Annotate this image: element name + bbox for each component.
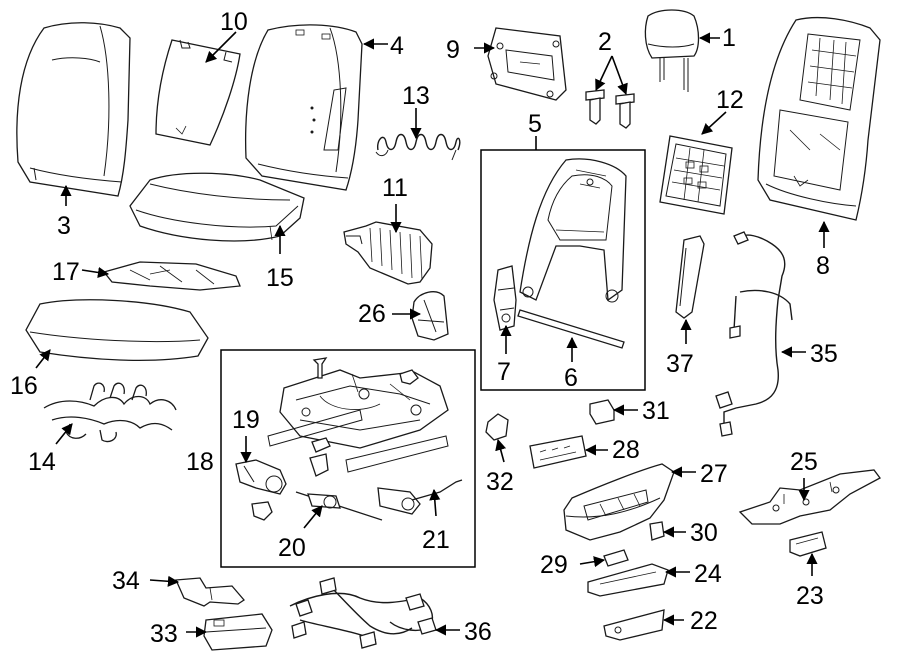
label-22: 22 — [690, 607, 718, 635]
label-19: 19 — [232, 406, 260, 434]
seat-back-frame — [519, 158, 627, 303]
bracket-34 — [175, 577, 245, 607]
label-9: 9 — [446, 36, 460, 64]
label-21: 21 — [422, 526, 450, 554]
label-33: 33 — [150, 620, 178, 648]
label-12: 12 — [716, 86, 744, 114]
seat-back-cover-2 — [245, 24, 363, 191]
seat-back-wiring-harness — [715, 231, 793, 437]
seat-cushion-wiring-harness — [289, 577, 437, 649]
lumbar-spring — [375, 133, 461, 161]
label-5: 5 — [528, 110, 542, 138]
label-30: 30 — [690, 519, 718, 547]
switch-31 — [589, 399, 615, 425]
cushion-spring-wire — [43, 382, 177, 443]
control-module — [529, 435, 587, 469]
label-13: 13 — [402, 82, 430, 110]
seat-rail-bracket — [738, 469, 881, 525]
label-16: 16 — [10, 372, 38, 400]
cross-rod — [517, 309, 625, 349]
label-10: 10 — [220, 8, 248, 36]
switch-cap-29 — [603, 549, 629, 567]
mounting-bracket — [487, 27, 567, 101]
cushion-mat — [102, 261, 241, 291]
drive-shaft — [295, 491, 383, 521]
motor-clip — [251, 501, 273, 521]
label-36: 36 — [464, 618, 492, 646]
switch-32 — [485, 413, 509, 441]
label-8: 8 — [816, 252, 830, 280]
label-25: 25 — [790, 448, 818, 476]
label-31: 31 — [642, 397, 670, 425]
label-28: 28 — [612, 436, 640, 464]
recliner-mechanism — [493, 265, 517, 331]
label-7: 7 — [497, 358, 511, 386]
label-26: 26 — [358, 300, 386, 328]
label-37: 37 — [666, 350, 694, 378]
height-adjust-motor — [377, 479, 463, 515]
label-4: 4 — [390, 32, 404, 60]
lumbar-support-mat — [659, 135, 733, 215]
seat-back-frame-group-box — [480, 149, 646, 391]
release-handle — [675, 235, 705, 319]
callout-labels: 1 2 3 4 5 6 7 8 9 10 11 12 13 14 15 16 1… — [10, 8, 838, 648]
label-35: 35 — [810, 340, 838, 368]
seat-module-33 — [203, 613, 273, 651]
seat-back-rear-panel — [757, 16, 881, 221]
label-2: 2 — [598, 28, 612, 56]
label-14: 14 — [28, 448, 56, 476]
label-23: 23 — [796, 582, 824, 610]
seat-adjuster-frame — [267, 369, 449, 473]
label-32: 32 — [486, 468, 514, 496]
label-18: 18 — [186, 448, 214, 476]
seat-side-shield — [563, 463, 675, 541]
label-6: 6 — [564, 364, 578, 392]
adjust-knob-30 — [649, 521, 665, 541]
bolts — [585, 89, 635, 129]
trim-panel-22 — [603, 609, 665, 641]
label-34: 34 — [112, 567, 140, 595]
label-11: 11 — [382, 174, 408, 202]
adjuster-small-parts — [309, 357, 419, 477]
label-24: 24 — [694, 560, 722, 588]
seat-back-panel — [155, 39, 241, 146]
label-27: 27 — [700, 460, 728, 488]
seat-trim-cover — [411, 291, 449, 341]
trim-panel-24 — [587, 563, 669, 597]
seat-cushion-foam — [25, 299, 209, 362]
label-29: 29 — [540, 551, 568, 579]
label-20: 20 — [278, 534, 306, 562]
label-17: 17 — [52, 258, 80, 286]
headrest — [644, 9, 700, 92]
seat-back-cover — [16, 22, 131, 197]
seat-cushion-module — [343, 221, 433, 285]
seat-adjust-motor — [235, 459, 287, 495]
small-bracket-23 — [789, 531, 827, 557]
label-15: 15 — [266, 264, 294, 292]
label-1: 1 — [722, 24, 736, 52]
leader-lines — [35, 31, 830, 638]
seat-adjuster-group-box — [220, 349, 476, 568]
seat-cushion-pad — [129, 172, 305, 242]
label-3: 3 — [57, 212, 71, 240]
